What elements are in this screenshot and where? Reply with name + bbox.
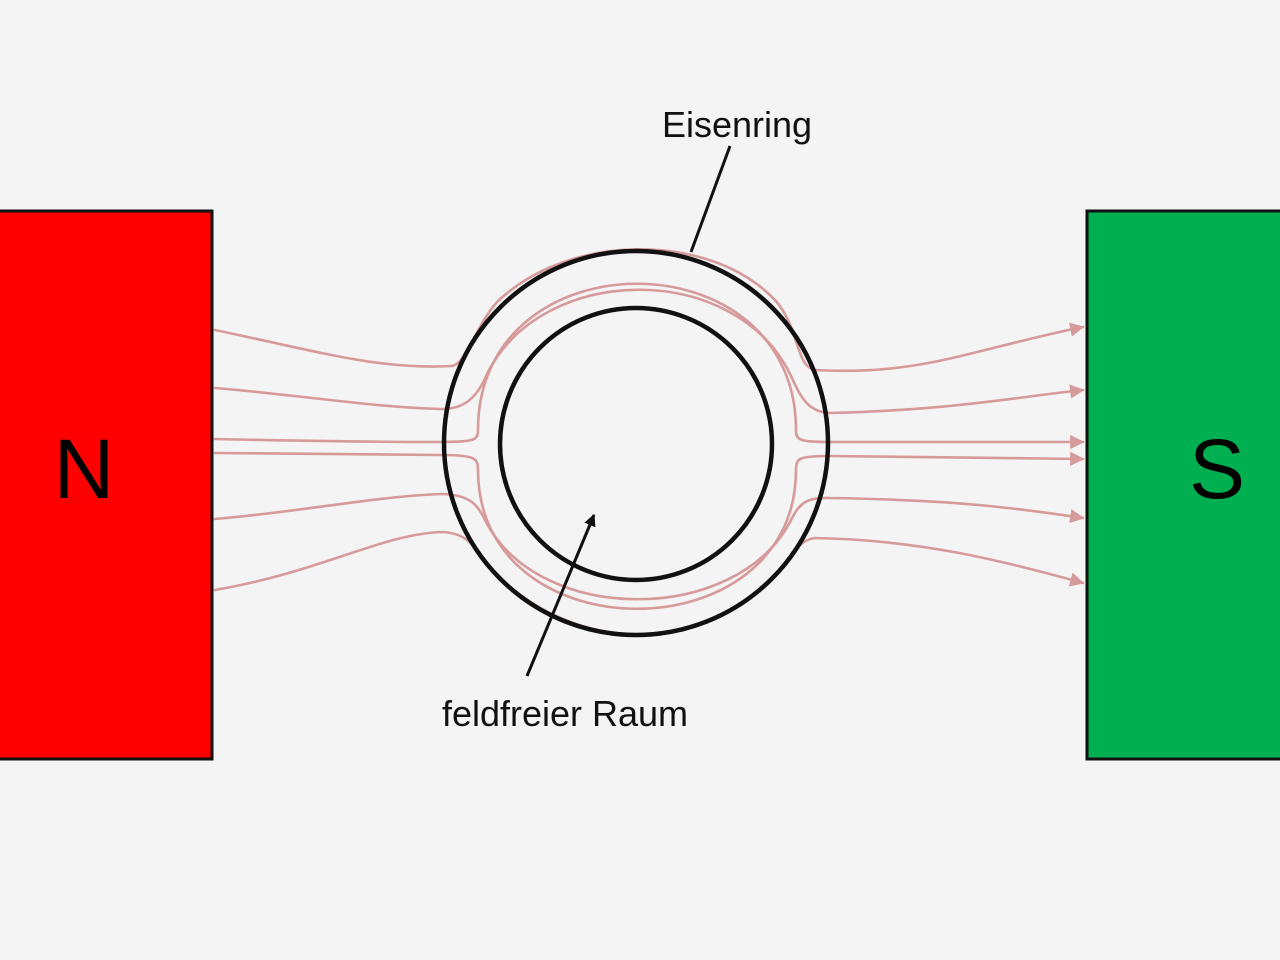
- field-free-space-arrow: [525, 513, 596, 677]
- south-pole-label: S: [1189, 422, 1245, 516]
- iron-ring-label: Eisenring: [662, 104, 812, 145]
- iron-ring-callout-line: [689, 145, 732, 253]
- iron-ring-outer-edge: [441, 248, 831, 638]
- field-line: [213, 282, 1085, 450]
- field-line: [213, 451, 1085, 610]
- field-line: [213, 288, 1085, 415]
- south-pole-magnet: [1085, 209, 1280, 761]
- field-free-space-label: feldfreier Raum: [442, 693, 688, 734]
- iron-ring-inner-edge: [497, 305, 775, 583]
- north-pole-label: N: [54, 422, 115, 516]
- north-pole-magnet: [0, 209, 214, 761]
- field-line: [213, 530, 1085, 636]
- field-line: [213, 492, 1085, 601]
